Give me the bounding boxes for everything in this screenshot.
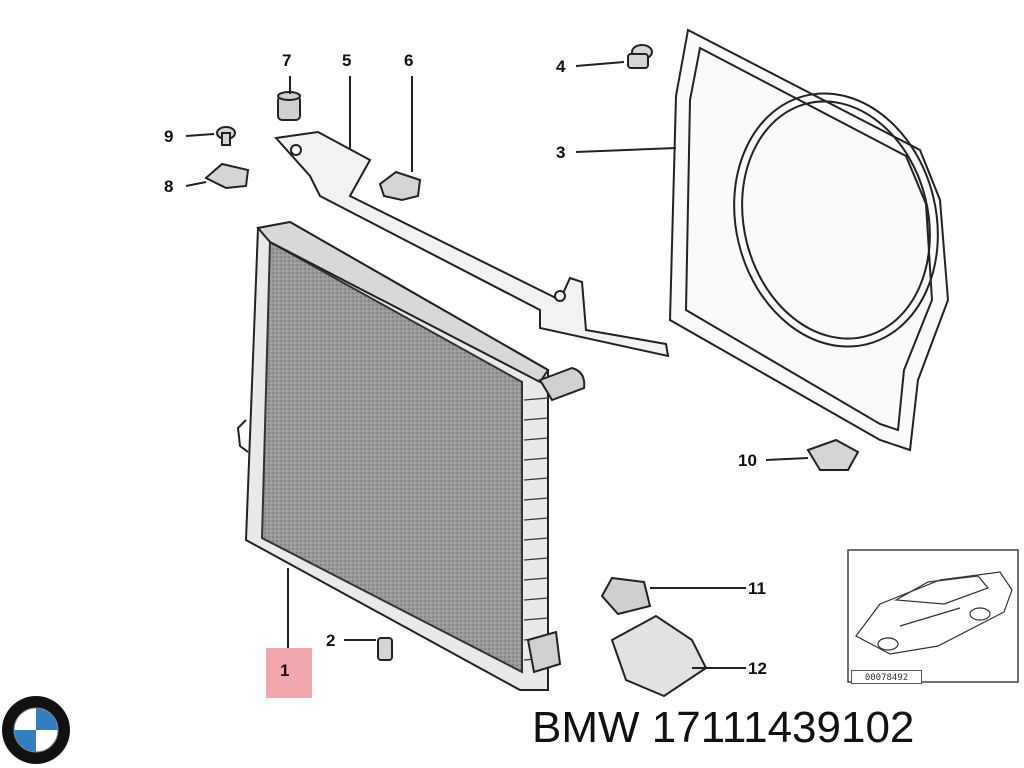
radiator bbox=[236, 220, 586, 691]
callout-10: 10 bbox=[738, 451, 757, 470]
clip-8 bbox=[204, 162, 250, 190]
bmw-logo bbox=[2, 696, 70, 764]
plug-2 bbox=[377, 637, 393, 661]
bracket-12 bbox=[610, 614, 708, 698]
rubber-mount bbox=[277, 91, 301, 121]
callout-12: 12 bbox=[748, 659, 767, 678]
callout-7: 7 bbox=[282, 51, 292, 70]
callout-6: 6 bbox=[404, 51, 414, 70]
clip-6 bbox=[378, 170, 422, 202]
vehicle-inset bbox=[847, 549, 1019, 683]
fan-shroud bbox=[668, 28, 950, 452]
callout-9: 9 bbox=[164, 127, 174, 146]
callout-4: 4 bbox=[556, 57, 566, 76]
upper-bracket bbox=[274, 130, 670, 358]
brand-part-number: BMW 17111439102 bbox=[532, 703, 915, 752]
leader-lines bbox=[185, 61, 809, 669]
bolt-4 bbox=[627, 44, 653, 69]
screw-9 bbox=[216, 126, 236, 146]
callout-2: 2 bbox=[326, 631, 336, 650]
rubber-block-11 bbox=[600, 576, 652, 616]
clip-10 bbox=[806, 438, 860, 471]
callout-3: 3 bbox=[556, 143, 566, 162]
inset-caption: 00078492 bbox=[851, 670, 922, 684]
callout-5: 5 bbox=[342, 51, 352, 70]
radiator-core bbox=[260, 240, 523, 674]
callout-1-highlighted: 1 bbox=[266, 648, 312, 698]
callout-11: 11 bbox=[748, 579, 766, 598]
car-silhouette bbox=[855, 571, 1013, 655]
callout-8: 8 bbox=[164, 177, 174, 196]
